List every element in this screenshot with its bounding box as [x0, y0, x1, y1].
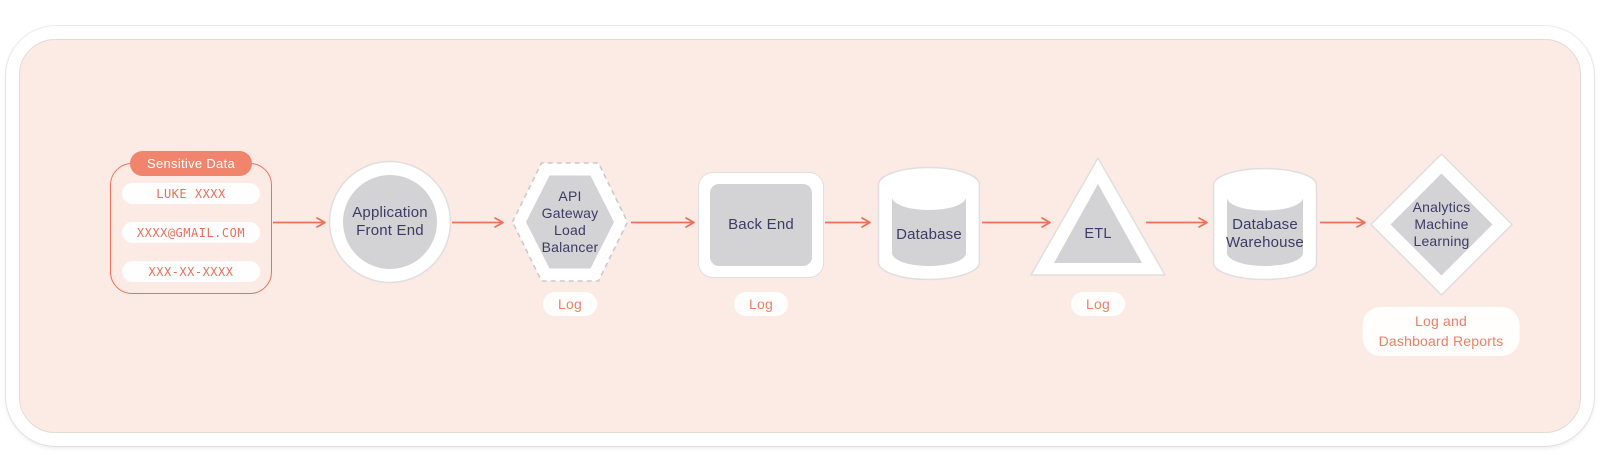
rounded-square-shape	[710, 184, 812, 266]
node-application-front-end: Application Front End	[328, 160, 452, 284]
log-badge-analytics: Log and Dashboard Reports	[1362, 307, 1520, 357]
sensitive-item-email: XXXX@GMAIL.COM	[122, 222, 260, 243]
log-badge-etl: Log	[1071, 292, 1125, 316]
node-label: API Gateway Load Balancer	[541, 187, 599, 256]
node-label: Analytics Machine Learning	[1412, 198, 1471, 250]
log-badge-back-end: Log	[734, 292, 788, 316]
triangle-shape	[1030, 157, 1166, 276]
node-database: Database	[877, 166, 981, 281]
flow-arrow	[273, 217, 326, 228]
node-label: Back End	[728, 215, 794, 233]
sensitive-data-box: Sensitive Data LUKE XXXX XXXX@GMAIL.COM …	[110, 151, 272, 294]
hexagon-shape	[511, 162, 629, 282]
badge-line-1: Log and	[1414, 313, 1467, 329]
flow-arrow	[631, 217, 695, 228]
sensitive-item-ssn: XXX-XX-XXXX	[122, 261, 260, 282]
badge-line-2: Dashboard Reports	[1378, 332, 1504, 349]
flow-arrow	[452, 217, 504, 228]
sensitive-data-title: Sensitive Data	[129, 151, 253, 176]
sensitive-data-items: LUKE XXXX XXXX@GMAIL.COM XXX-XX-XXXX	[111, 164, 271, 293]
log-badge-api-gateway: Log	[543, 292, 597, 316]
node-database-warehouse: Database Warehouse	[1212, 167, 1318, 281]
node-api-gateway-load-balancer: API Gateway Load Balancer	[511, 161, 629, 283]
node-label: Application Front End	[352, 203, 428, 239]
sensitive-item-name: LUKE XXXX	[122, 183, 260, 204]
cylinder-shape	[1212, 167, 1318, 281]
node-label: ETL	[1084, 225, 1112, 242]
circle-shape	[328, 160, 452, 284]
flow-arrow	[825, 217, 871, 228]
diamond-shape	[1369, 152, 1514, 297]
flow-arrow	[1320, 217, 1366, 228]
node-back-end: Back End	[698, 172, 824, 278]
cylinder-shape	[877, 166, 981, 281]
node-label: Database Warehouse	[1226, 215, 1304, 251]
node-etl: ETL	[1028, 155, 1168, 278]
node-analytics-machine-learning: Analytics Machine Learning	[1369, 152, 1514, 297]
node-label: Database	[896, 226, 962, 244]
